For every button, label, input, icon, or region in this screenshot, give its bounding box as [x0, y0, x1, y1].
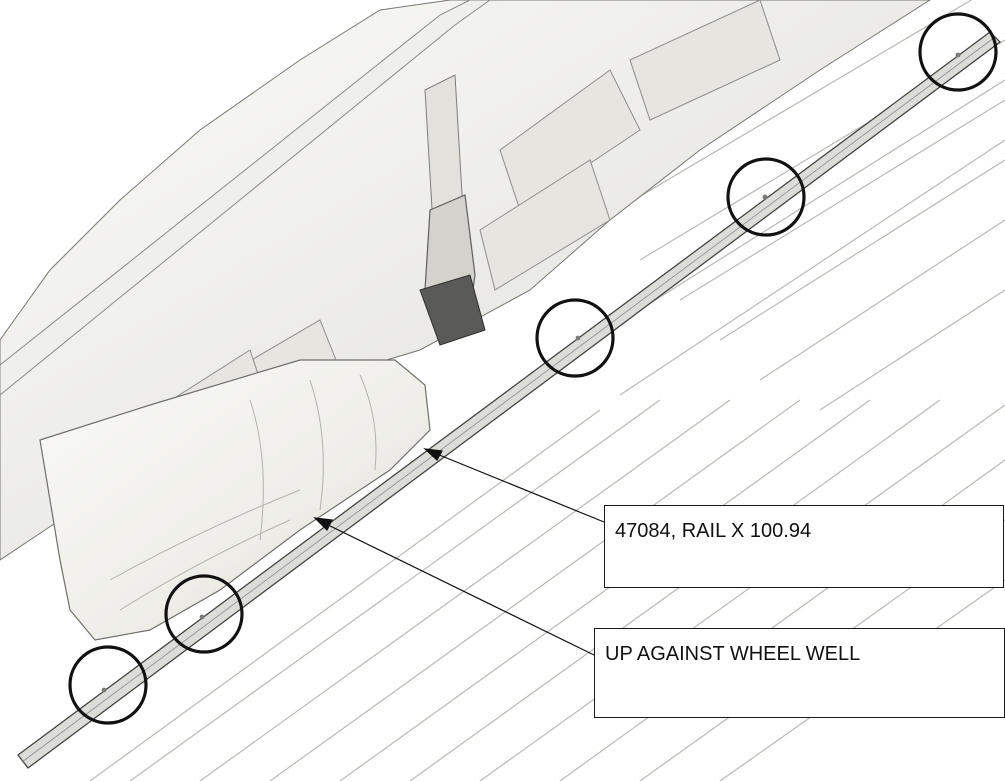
- bed-wall-top-rail: [0, 0, 491, 396]
- callout-rail-part-text: 47084, RAIL X 100.94: [615, 520, 812, 542]
- mount-marker-5: [918, 12, 998, 92]
- mount-marker-3: [535, 298, 615, 378]
- leader-arrow-wheel-well: [313, 517, 333, 532]
- marker-circles: [68, 12, 998, 725]
- mount-marker-2: [164, 574, 244, 654]
- leader-line-rail: [431, 451, 605, 523]
- callout-placement: UP AGAINST WHEEL WELL: [594, 628, 1005, 718]
- rail-mount-holes: [101, 52, 961, 693]
- mount-marker-4: [726, 157, 806, 237]
- leader-line-wheel-well: [321, 521, 595, 656]
- callout-rail-part: 47084, RAIL X 100.94: [604, 505, 1004, 588]
- leader-lines: [313, 448, 605, 656]
- wheel-well-ribs: [109, 374, 377, 611]
- leader-arrow-rail: [423, 448, 443, 461]
- callout-placement-text: UP AGAINST WHEEL WELL: [605, 643, 861, 665]
- cargo-rail-groove: [21, 36, 996, 763]
- wheel-well: [39, 359, 431, 641]
- tie-down-block: [419, 274, 486, 346]
- mount-marker-1: [68, 645, 148, 725]
